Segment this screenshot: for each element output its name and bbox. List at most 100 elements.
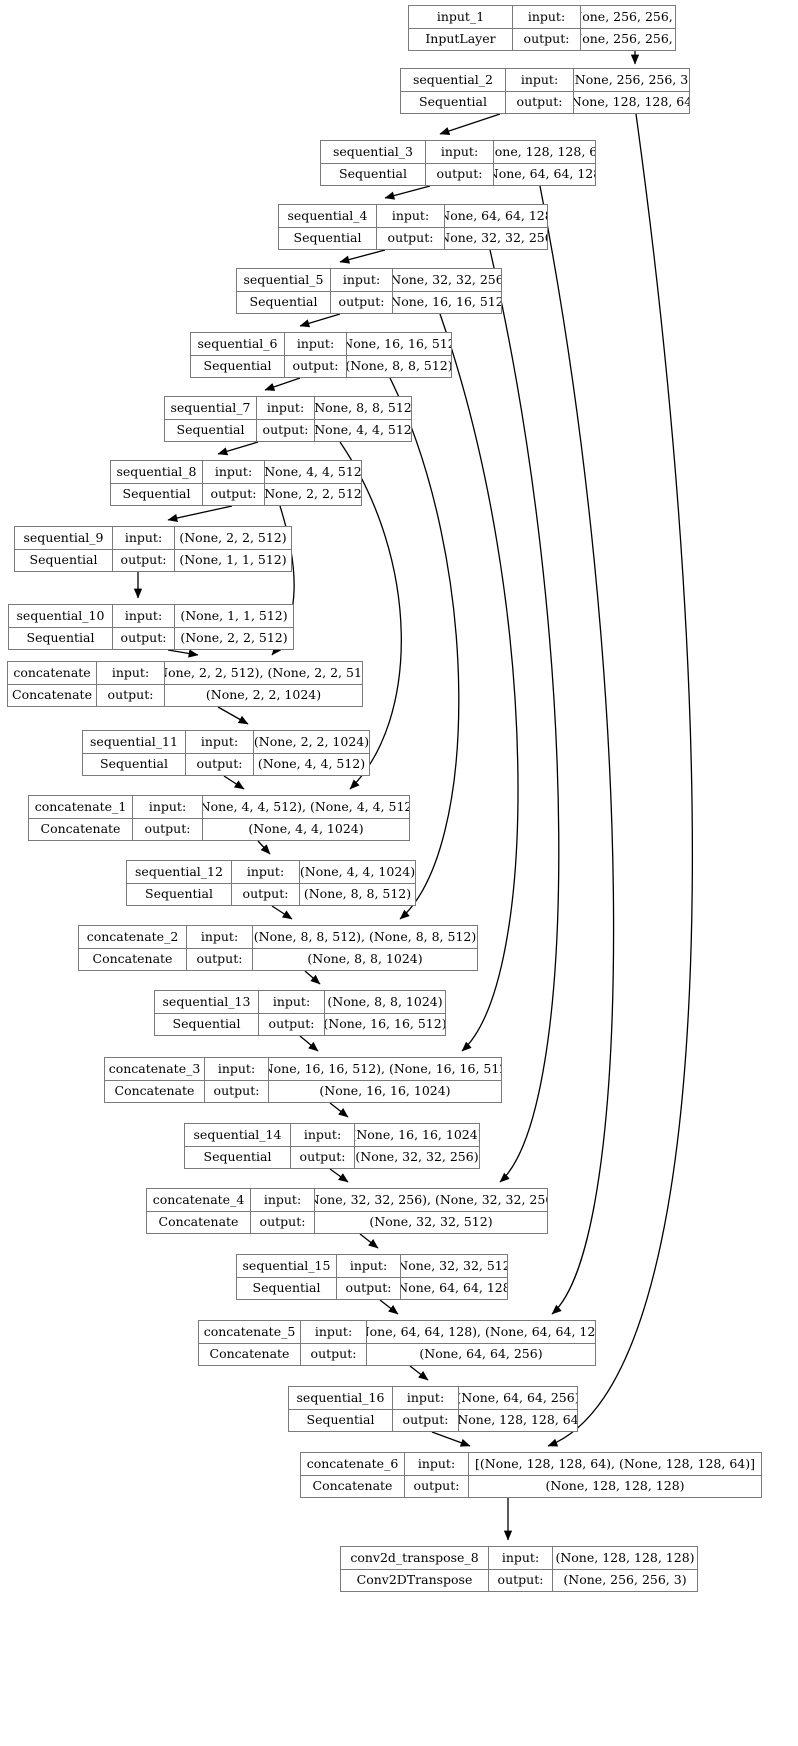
node-name: concatenate xyxy=(8,662,97,684)
node-class: Sequential xyxy=(185,1146,291,1168)
node-output-label: output: xyxy=(205,1080,269,1102)
node-output-shape: (None, 8, 8, 1024) xyxy=(307,951,423,966)
node-input-label: input: xyxy=(337,1255,401,1277)
node-name: concatenate_4 xyxy=(147,1189,251,1211)
node-class: Sequential xyxy=(321,163,426,185)
node-input-label: input: xyxy=(489,1547,553,1569)
node-output-shape: (None, 32, 32, 256) xyxy=(355,1149,479,1164)
node-input-label: input: xyxy=(513,6,581,28)
node-output-label: output: xyxy=(331,291,393,313)
node-class: Sequential xyxy=(191,355,285,377)
node-input-shape: [(None, 16, 16, 512), (None, 16, 16, 512… xyxy=(269,1060,501,1076)
node-output-label: output: xyxy=(377,227,445,249)
node-name: concatenate_1 xyxy=(29,796,133,818)
node-class: Sequential xyxy=(237,291,331,313)
node-class: Concatenate xyxy=(29,818,133,840)
node-input-label: input: xyxy=(331,269,393,291)
node-class: Concatenate xyxy=(301,1475,405,1497)
node-input-label: input: xyxy=(426,141,494,163)
node-class: Concatenate xyxy=(8,684,97,706)
edge-sequential_2-to-concatenate_6 xyxy=(547,113,693,1447)
node-output-shape: (None, 16, 16, 512) xyxy=(393,294,501,309)
node-output-shape: (None, 4, 4, 512) xyxy=(315,422,411,437)
node-input-shape: (None, 2, 2, 1024) xyxy=(254,733,369,749)
node-input-label: input: xyxy=(133,796,203,818)
edge-sequential_3-to-concatenate_5 xyxy=(539,185,615,1315)
node-input-shape: [(None, 4, 4, 512), (None, 4, 4, 512)] xyxy=(203,798,409,814)
node-input-shape: (None, 128, 128, 128) xyxy=(555,1549,695,1565)
node-name: sequential_3 xyxy=(321,141,426,163)
node-class: Sequential xyxy=(111,483,203,505)
node-input-label: input: xyxy=(291,1124,355,1146)
edge-sequential_7-to-sequential_8 xyxy=(217,441,259,456)
node-name: sequential_10 xyxy=(9,605,113,627)
node-output-label: output: xyxy=(259,1013,325,1035)
node-input-shape: (None, 32, 32, 256) xyxy=(393,271,501,287)
node-input-shape: (None, 64, 64, 256) xyxy=(459,1389,577,1405)
node-input-label: input: xyxy=(186,731,254,753)
edge-sequential_6-to-sequential_7 xyxy=(264,377,301,391)
node-input-label: input: xyxy=(113,605,175,627)
edge-concatenate_1-to-sequential_12 xyxy=(257,840,271,855)
node-name: conv2d_transpose_8 xyxy=(341,1547,489,1569)
node-input-shape: (None, 1, 1, 512) xyxy=(180,607,288,623)
node-input-label: input: xyxy=(251,1189,315,1211)
node-output-shape: (None, 256, 256, 3) xyxy=(563,1572,687,1587)
node-output-label: output: xyxy=(97,684,165,706)
node-output-shape: (None, 64, 64, 128) xyxy=(494,166,595,181)
node-name: input_1 xyxy=(409,6,513,28)
node-output-shape: (None, 128, 128, 64) xyxy=(459,1412,577,1427)
node-output-label: output: xyxy=(301,1343,367,1365)
edge-sequential_10-to-concatenate xyxy=(167,649,199,658)
node-input-label: input: xyxy=(506,69,574,91)
node-input-label: input: xyxy=(187,926,253,948)
node-name: sequential_11 xyxy=(83,731,186,753)
node-input-label: input: xyxy=(259,991,325,1013)
node-output-shape: (None, 8, 8, 512) xyxy=(303,886,412,901)
node-input-label: input: xyxy=(97,662,165,684)
edge-sequential_4-to-concatenate_4 xyxy=(489,249,560,1183)
node-class: Sequential xyxy=(165,419,257,441)
node-input-shape: (None, 32, 32, 512) xyxy=(401,1257,507,1273)
node-output-label: output: xyxy=(337,1277,401,1299)
node-input-label: input: xyxy=(377,205,445,227)
node-name: sequential_5 xyxy=(237,269,331,291)
node-output-shape: (None, 16, 16, 1024) xyxy=(319,1083,451,1098)
node-name: sequential_6 xyxy=(191,333,285,355)
edge-concatenate_4-to-sequential_15 xyxy=(359,1233,379,1249)
node-name: sequential_12 xyxy=(127,861,232,883)
node-output-shape: (None, 128, 128, 64) xyxy=(574,94,689,109)
node-input-shape: (None, 64, 64, 128) xyxy=(445,207,547,223)
node-name: sequential_8 xyxy=(111,461,203,483)
node-class: Sequential xyxy=(127,883,232,905)
node-output-label: output: xyxy=(489,1569,553,1591)
node-output-shape: [(None, 256, 256, 3)] xyxy=(581,31,675,46)
node-output-label: output: xyxy=(393,1409,459,1431)
node-class: Conv2DTranspose xyxy=(341,1569,489,1591)
node-input-shape: [(None, 64, 64, 128), (None, 64, 64, 128… xyxy=(367,1323,595,1339)
